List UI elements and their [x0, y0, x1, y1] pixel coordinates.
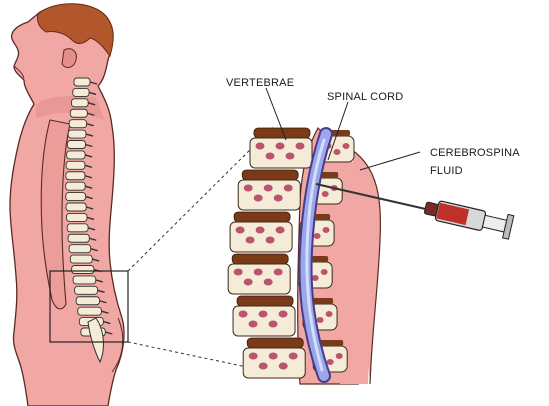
figure-vertebra — [67, 151, 85, 159]
bone-marrow-spot — [266, 237, 275, 244]
vertebral-body — [243, 348, 305, 378]
figure-vertebra — [70, 255, 92, 263]
bone-marrow-spot — [259, 363, 268, 370]
bone-marrow-spot — [321, 269, 328, 275]
figure-vertebra — [71, 99, 88, 107]
figure-vertebra — [66, 161, 85, 169]
figure-vertebra — [66, 172, 85, 180]
vertebral-body — [230, 222, 292, 252]
figure-vertebra — [67, 141, 85, 149]
ear — [62, 49, 76, 68]
figure-vertebra — [66, 193, 86, 201]
bone-marrow-spot — [256, 227, 265, 234]
intervertebral-disc — [242, 170, 298, 180]
bone-marrow-spot — [269, 321, 278, 328]
bone-marrow-spot — [264, 185, 273, 192]
figure-vertebra — [67, 224, 88, 232]
intervertebral-disc — [247, 338, 303, 348]
figure-vertebra — [74, 78, 90, 86]
spinal-cord-label: SPINAL CORD — [327, 91, 403, 103]
bone-marrow-spot — [336, 353, 343, 359]
intervertebral-disc — [237, 296, 293, 306]
bone-marrow-spot — [276, 227, 285, 234]
bone-marrow-spot — [246, 237, 255, 244]
bone-marrow-spot — [249, 353, 258, 360]
bone-marrow-spot — [284, 185, 293, 192]
bone-marrow-spot — [326, 311, 333, 317]
bone-marrow-spot — [317, 317, 324, 323]
figure-vertebra — [73, 88, 89, 96]
intervertebral-disc — [234, 212, 290, 222]
figure-vertebra — [68, 130, 86, 138]
figure-vertebra — [70, 109, 87, 117]
bone-marrow-spot — [314, 233, 321, 239]
figure-vertebra — [72, 266, 94, 274]
bone-marrow-spot — [269, 353, 278, 360]
vertebral-body — [250, 138, 312, 168]
vertebral-body — [238, 180, 300, 210]
syringe-plunger — [483, 215, 507, 232]
bone-marrow-spot — [254, 195, 263, 202]
enlarged-spine-section — [228, 128, 380, 384]
bone-marrow-spot — [289, 353, 298, 360]
bone-marrow-spot — [239, 311, 248, 318]
figure-vertebra — [67, 213, 88, 221]
bone-marrow-spot — [234, 269, 243, 276]
csf-label-line2: FLUID — [430, 165, 463, 177]
bone-marrow-spot — [256, 143, 265, 150]
bone-marrow-spot — [343, 143, 350, 149]
csf-leader — [360, 152, 420, 170]
bone-marrow-spot — [244, 185, 253, 192]
bone-marrow-spot — [254, 269, 263, 276]
bone-marrow-spot — [334, 149, 341, 155]
bone-marrow-spot — [322, 191, 329, 197]
bone-marrow-spot — [236, 227, 245, 234]
figure-vertebra — [76, 297, 99, 305]
bone-marrow-spot — [279, 311, 288, 318]
figure-vertebra — [69, 245, 91, 253]
bone-marrow-spot — [244, 279, 253, 286]
bone-marrow-spot — [274, 269, 283, 276]
figure-vertebra — [78, 307, 102, 315]
figure-vertebra — [75, 286, 98, 294]
bone-marrow-spot — [274, 195, 283, 202]
csf-label-line1: CEREBROSPINA — [430, 147, 520, 159]
bone-marrow-spot — [327, 359, 334, 365]
bone-marrow-spot — [249, 321, 258, 328]
bone-marrow-spot — [286, 153, 295, 160]
bone-marrow-spot — [264, 279, 273, 286]
bone-marrow-spot — [259, 311, 268, 318]
bone-marrow-spot — [323, 227, 330, 233]
figure-vertebra — [66, 182, 86, 190]
bone-marrow-spot — [279, 363, 288, 370]
vertebrae-label: VERTEBRAE — [226, 77, 294, 89]
bone-marrow-spot — [276, 143, 285, 150]
figure-vertebra — [69, 120, 86, 128]
figure-vertebra — [66, 203, 86, 211]
vertebral-body — [233, 306, 295, 336]
figure-vertebra — [68, 234, 89, 242]
bone-marrow-spot — [296, 143, 305, 150]
vertebral-body — [228, 264, 290, 294]
bone-marrow-spot — [266, 153, 275, 160]
figure-vertebra — [73, 276, 96, 284]
intervertebral-disc — [232, 254, 288, 264]
